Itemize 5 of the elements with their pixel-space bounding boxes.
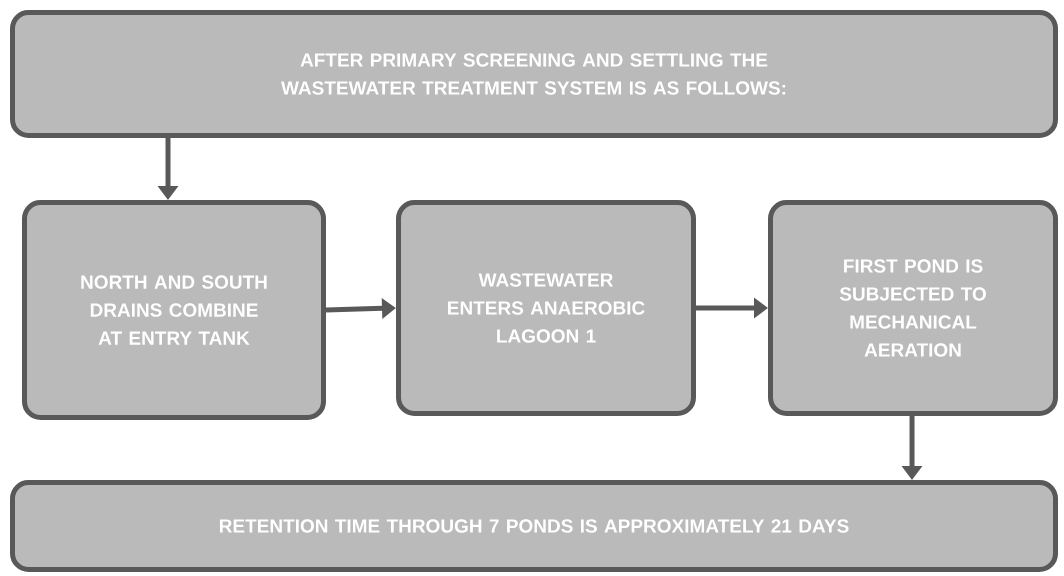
process-box: FIRST POND IS SUBJECTED TO MECHANICAL AERATION (768, 200, 1058, 416)
process-box: NORTH AND SOUTH DRAINS COMBINE AT ENTRY TANK (22, 200, 326, 420)
banner-box: AFTER PRIMARY SCREENING AND SETTLING THE WASTEWATER TREATMENT SYSTEM IS AS FOLLOWS: (10, 10, 1058, 138)
process-box: WASTEWATER ENTERS ANAEROBIC LAGOON 1 (396, 200, 696, 416)
banner-box: RETENTION TIME THROUGH 7 PONDS IS APPROXIMATELY 21 DAYS (10, 480, 1058, 572)
